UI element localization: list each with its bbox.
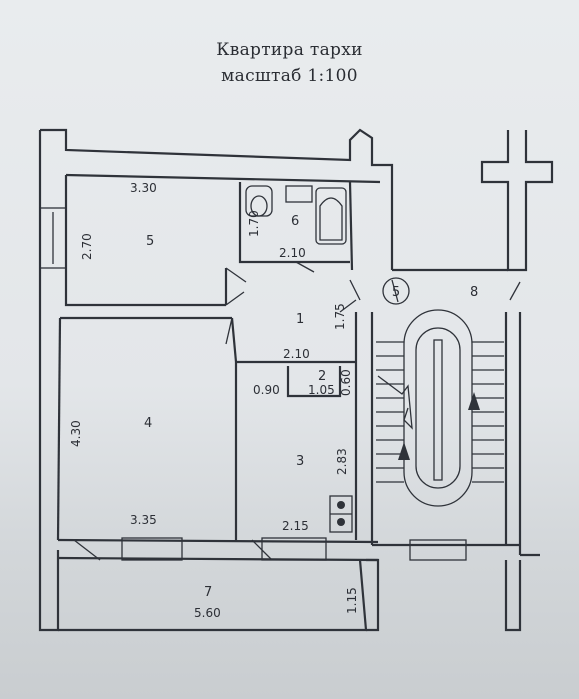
doors bbox=[73, 261, 521, 561]
dim-door-gap: 0.90 bbox=[253, 383, 280, 397]
stove-icon bbox=[329, 495, 353, 533]
plan-title: Квартира тархи bbox=[216, 40, 363, 60]
stair-arrow-down-icon bbox=[468, 392, 480, 410]
dim-room4-height: 4.30 bbox=[69, 420, 83, 447]
dim-room3-height: 2.83 bbox=[335, 448, 349, 475]
room-label-8: 8 bbox=[470, 285, 478, 300]
dim-room6-width: 2.10 bbox=[279, 246, 306, 260]
room-label-1: 1 bbox=[296, 312, 304, 327]
room-label-2: 2 bbox=[318, 369, 326, 384]
bathroom-fixtures bbox=[245, 185, 347, 245]
dim-room2-width: 1.05 bbox=[308, 383, 335, 397]
dim-room1-side: 1.75 bbox=[333, 303, 347, 330]
dim-room2-height: 0.60 bbox=[339, 369, 353, 396]
sink-icon bbox=[285, 185, 313, 203]
room-label-5: 5 bbox=[146, 234, 154, 249]
interior-walls bbox=[224, 181, 522, 555]
bathtub-icon bbox=[315, 187, 347, 245]
stair-number: 5 bbox=[392, 285, 400, 300]
plan-scale: масштаб 1:100 bbox=[221, 66, 358, 86]
dim-balcony-height: 1.15 bbox=[345, 587, 359, 614]
room-label-6: 6 bbox=[291, 214, 299, 229]
stair-arrow-up-icon bbox=[398, 442, 410, 460]
room-label-7: 7 bbox=[204, 585, 212, 600]
dim-balcony-width: 5.60 bbox=[194, 606, 221, 620]
stair-number-circle bbox=[382, 277, 410, 305]
dim-room4-width: 3.35 bbox=[130, 513, 157, 527]
windows bbox=[39, 207, 467, 561]
dim-room6-height: 1.70 bbox=[247, 210, 261, 237]
dim-room3-width: 2.15 bbox=[282, 519, 309, 533]
dim-room5-width: 3.30 bbox=[130, 181, 157, 195]
dim-room1-width: 2.10 bbox=[283, 347, 310, 361]
room-label-4: 4 bbox=[144, 416, 152, 431]
dim-room5-height: 2.70 bbox=[80, 233, 94, 260]
staircase bbox=[376, 309, 504, 507]
right-wing-walls bbox=[392, 130, 554, 632]
room-label-3: 3 bbox=[296, 454, 304, 469]
